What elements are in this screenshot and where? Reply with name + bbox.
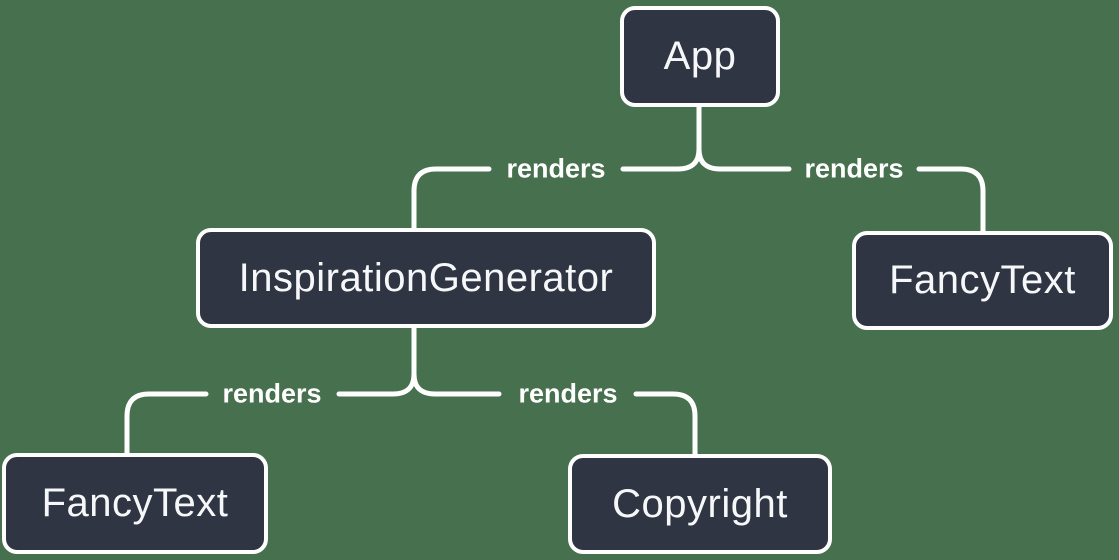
- node-inspiration-generator: InspirationGenerator: [196, 228, 656, 328]
- node-app-label: App: [663, 34, 737, 78]
- node-copyright: Copyright: [568, 454, 832, 554]
- edge-app-to-fancytext-right: [696, 146, 792, 172]
- edge-inspirationgenerator-to-copyright-drop: [633, 391, 698, 457]
- node-fancy-text-bottom: FancyText: [2, 453, 268, 554]
- edge-inspirationgenerator-to-fancytext-left: [336, 371, 417, 397]
- edge-label-app-inspirationgenerator: renders: [506, 153, 606, 184]
- edge-app-to-inspirationgenerator-drop: [411, 166, 492, 231]
- edge-app-to-inspirationgenerator-left: [620, 146, 702, 172]
- edge-label-inspirationgenerator-copyright: renders: [518, 378, 618, 409]
- node-copyright-label: Copyright: [612, 481, 788, 526]
- edge-label-inspirationgenerator-fancytext: renders: [222, 378, 322, 409]
- node-fancy-text-top: FancyText: [852, 231, 1113, 330]
- edge-label-app-fancytext: renders: [804, 153, 904, 184]
- node-fancy-text-top-label: FancyText: [889, 258, 1076, 302]
- edge-inspirationgenerator-to-copyright-right: [411, 371, 502, 397]
- edge-app-to-fancytext-drop: [916, 166, 986, 234]
- edge-inspirationgenerator-to-fancytext-drop: [124, 391, 209, 456]
- node-inspiration-generator-label: InspirationGenerator: [238, 255, 614, 300]
- node-fancy-text-bottom-label: FancyText: [41, 481, 229, 525]
- node-app: App: [620, 6, 780, 107]
